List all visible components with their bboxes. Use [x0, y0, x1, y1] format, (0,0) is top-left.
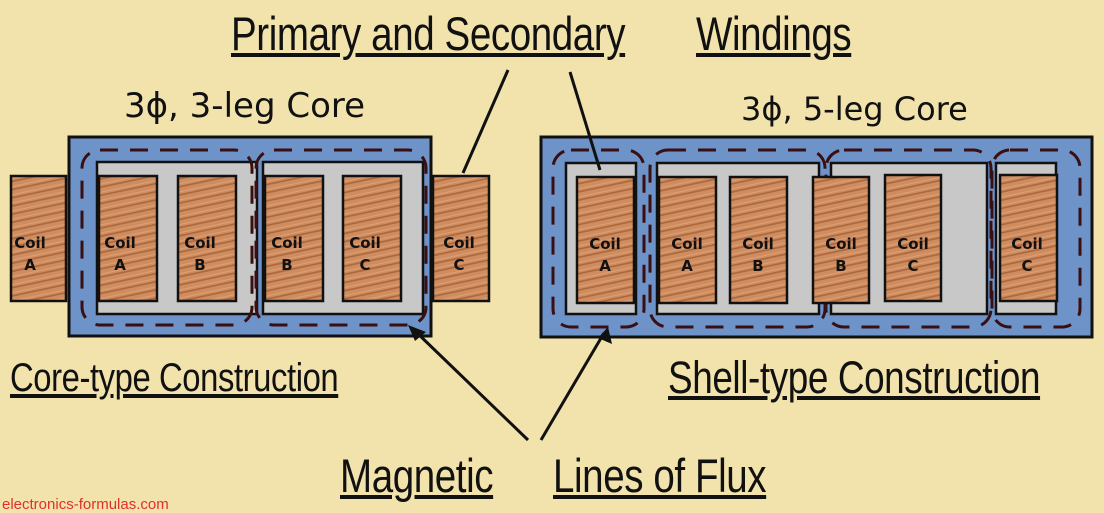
right-coils: [575, 173, 1059, 305]
arrowheads: [408, 325, 612, 344]
watermark-link[interactable]: electronics-formulas.com: [2, 496, 169, 513]
flux-loop-1: [551, 148, 646, 329]
coil-b-left: [176, 174, 238, 303]
coil-c-outer: [431, 174, 491, 303]
coil-a-outer: [9, 174, 68, 303]
coil-c-inner: [341, 174, 403, 303]
pointer-lines: [412, 69, 606, 442]
title-primary-secondary: Primary and Secondary: [231, 7, 626, 60]
core-type-label: Core-type Construction: [10, 356, 339, 400]
flux-label-lines: Lines of Flux: [553, 449, 767, 502]
left-core-heading: 3ϕ, 3-leg Core: [124, 86, 366, 126]
coil-b-1: [728, 175, 789, 305]
arrowhead-left: [408, 325, 426, 341]
flux-loop-4: [990, 148, 1082, 329]
flux-label-magnetic: Magnetic: [340, 449, 494, 502]
coil-a-inner: [97, 174, 159, 303]
flux-loop-right: [254, 148, 428, 327]
coil-a-1: [575, 175, 636, 305]
coil-b-2: [811, 175, 871, 305]
arrowhead-right: [598, 327, 612, 344]
coil-a-2: [657, 175, 718, 305]
shell-type-label: Shell-type Construction: [668, 352, 1041, 403]
pointer-windings-right: [568, 71, 602, 171]
coil-c-2: [998, 173, 1059, 303]
pointer-flux-right: [539, 332, 606, 441]
coil-c-1: [883, 173, 943, 303]
right-core-heading: 3ϕ, 5-leg Core: [741, 90, 968, 128]
pointer-windings-left: [461, 69, 510, 174]
coil-b-right: [263, 174, 325, 303]
flux-loop-left: [80, 148, 254, 327]
pointer-flux-left: [412, 328, 530, 442]
title-windings: Windings: [696, 7, 852, 60]
flux-loop-2: [648, 148, 827, 329]
left-coils: [9, 174, 491, 303]
